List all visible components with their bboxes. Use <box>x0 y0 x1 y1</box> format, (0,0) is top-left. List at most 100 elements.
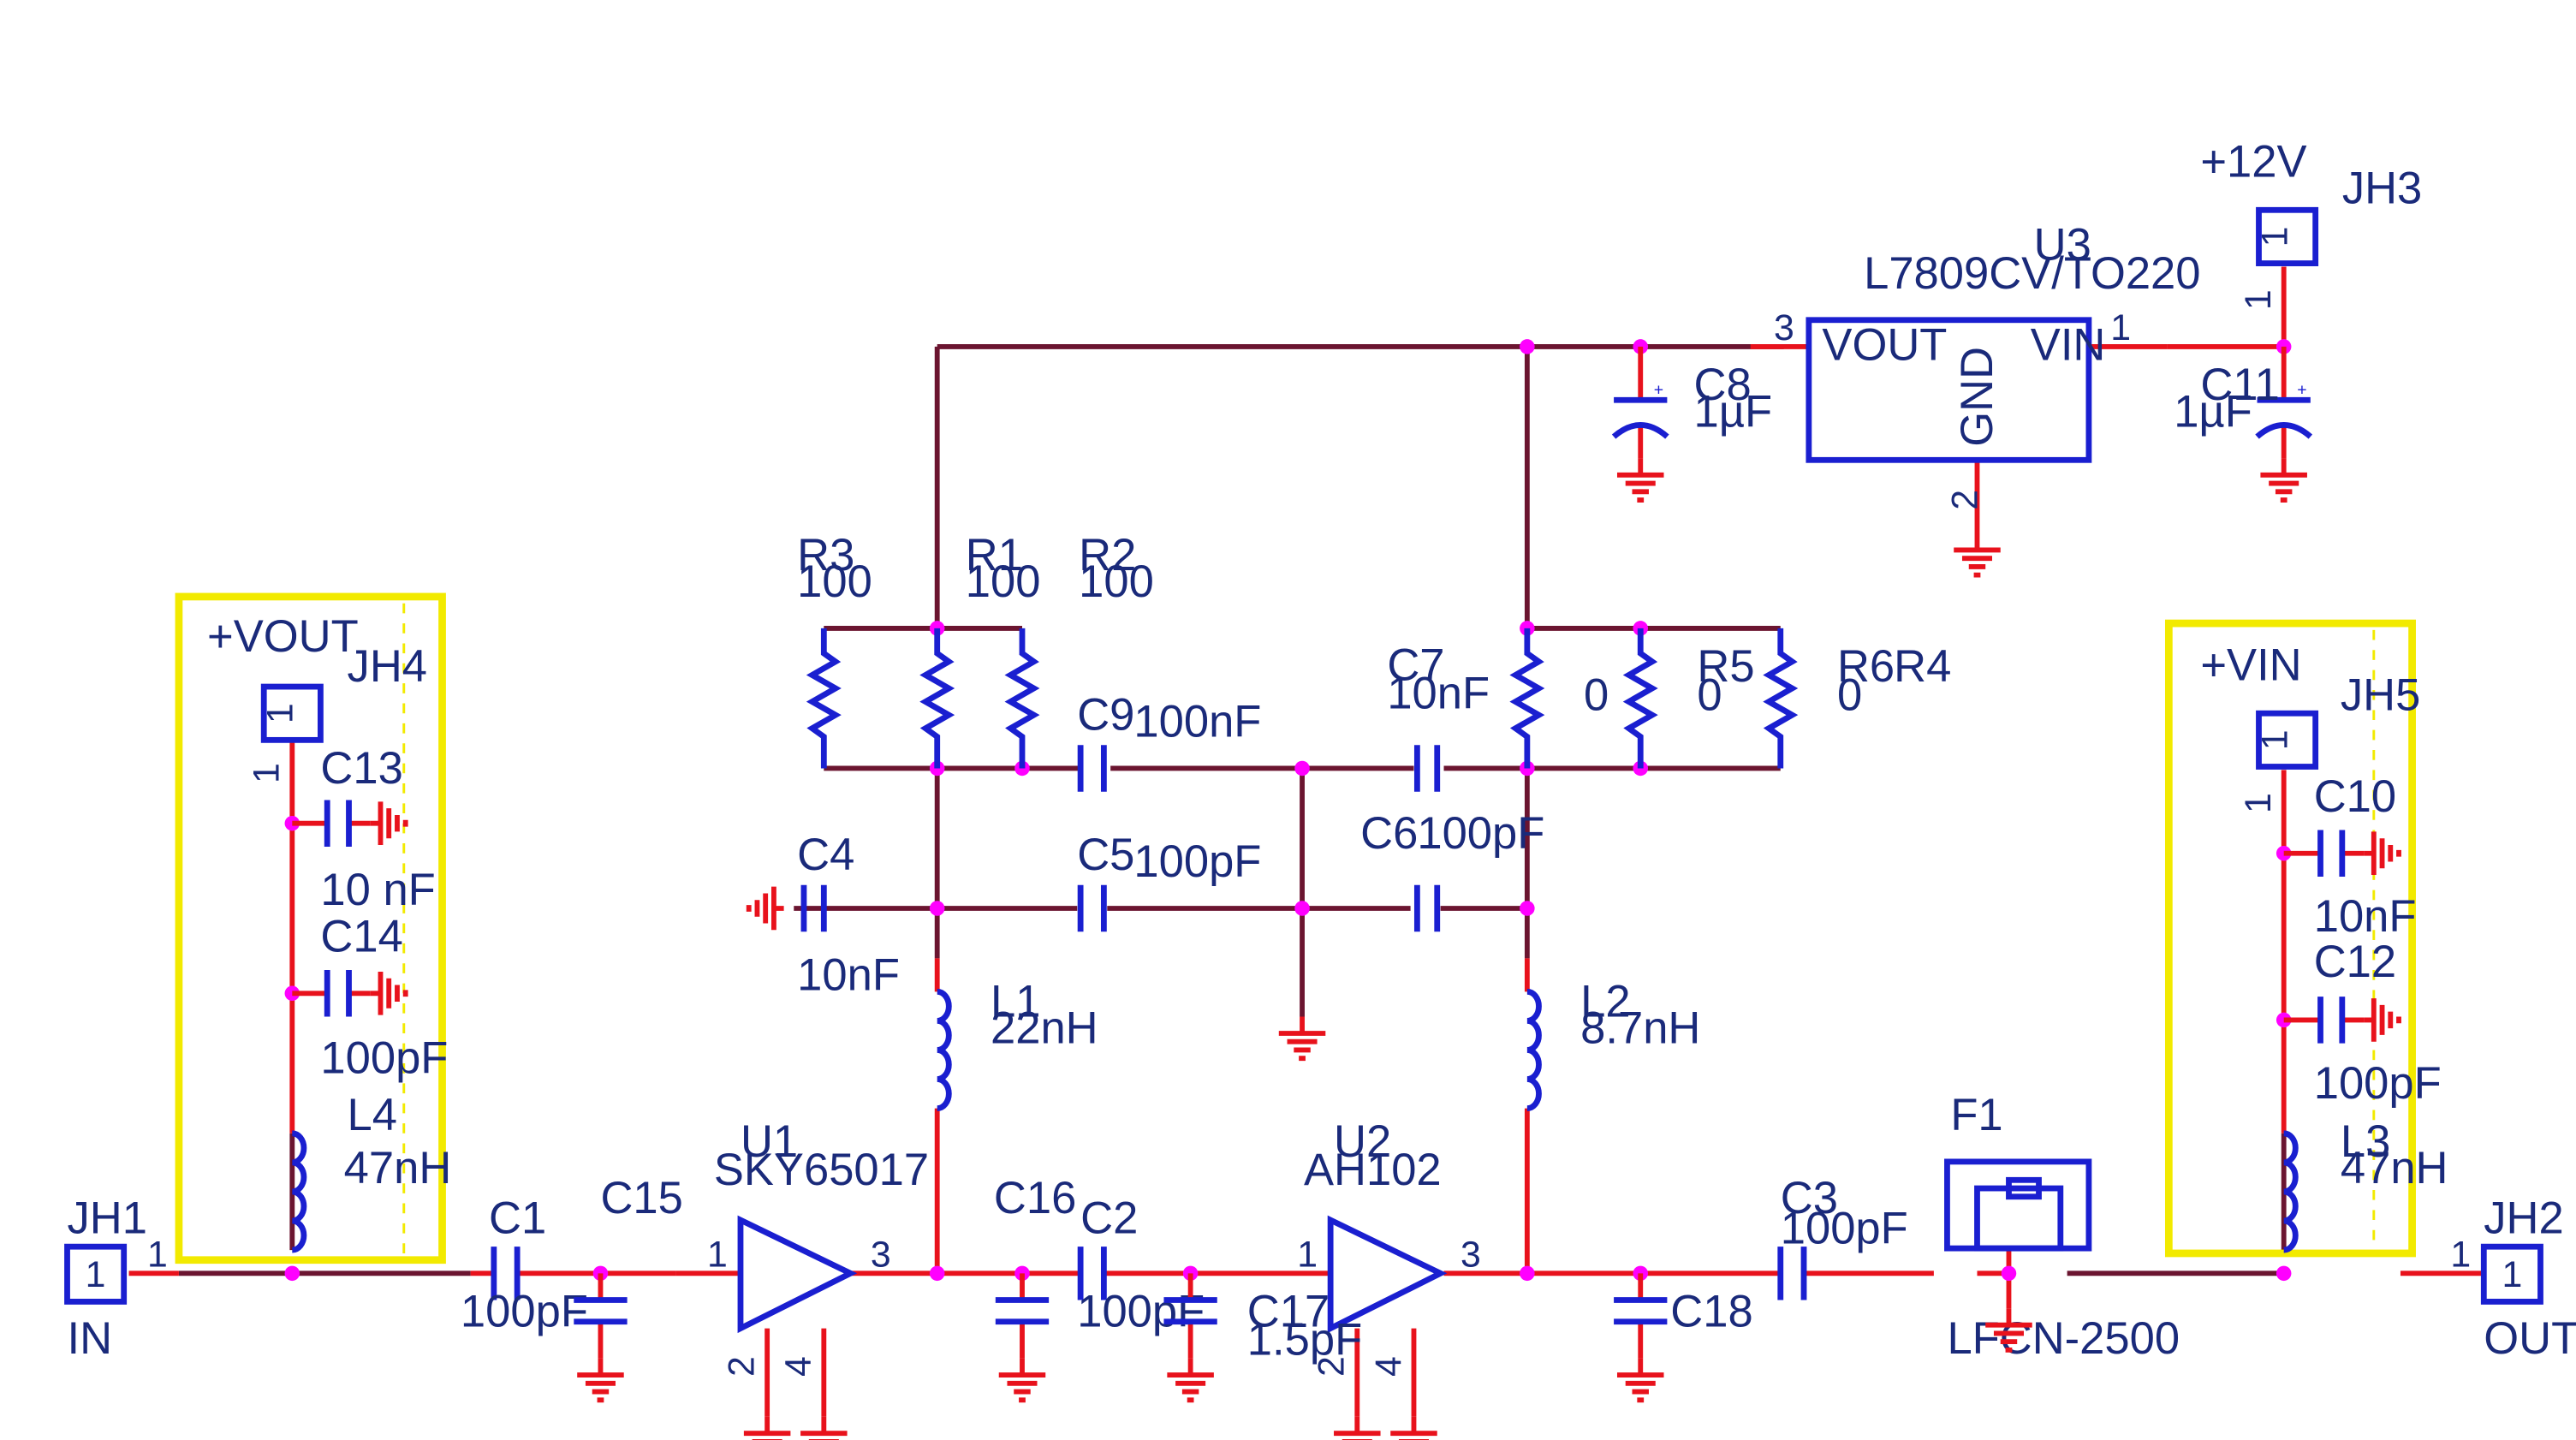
part-ref: C1 <box>489 1193 546 1244</box>
svg-text:+: + <box>1654 380 1663 399</box>
connector-label: OUT <box>2484 1313 2576 1364</box>
capacitor-c18[interactable]: C18 <box>1614 1273 1753 1400</box>
resistor-r1[interactable]: R1 100 <box>919 530 1040 769</box>
pin-number: 4 <box>778 1356 819 1377</box>
connector-pin: 1 <box>259 703 300 723</box>
part-value: LFCN-2500 <box>1947 1313 2180 1364</box>
connector-ref: JH3 <box>2342 164 2422 214</box>
part-ref: C9 <box>1077 690 1134 741</box>
part-ref: R6 <box>1837 641 1895 692</box>
part-ref: C15 <box>600 1173 682 1223</box>
part-ref: L3 <box>2341 1116 2390 1167</box>
capacitor-c10[interactable]: C10 10nF <box>2283 771 2417 942</box>
capacitor-c11[interactable]: + C11 1µF <box>2174 346 2313 500</box>
part-ref: F1 <box>1950 1090 2002 1140</box>
part-ref: U1 <box>741 1116 798 1167</box>
connector-jh2[interactable]: 1 1 JH2 OUT <box>2450 1193 2576 1364</box>
capacitor-c6[interactable]: C6 100pF <box>1360 808 1544 932</box>
connector-jh1[interactable]: 1 1 JH1 IN <box>64 1193 168 1364</box>
pin-number: 3 <box>871 1235 891 1276</box>
connector-jh4[interactable]: 1 1 JH4 +VOUT <box>207 611 427 783</box>
part-value: 0 <box>1584 669 1609 720</box>
resistor-r4[interactable]: R4 0 <box>1509 628 1951 769</box>
part-value: 10 nF <box>320 865 435 915</box>
part-ref: C11 <box>2200 360 2280 410</box>
part-ref: C8 <box>1694 360 1752 410</box>
part-value: 10nF <box>2314 891 2417 942</box>
capacitor-c17[interactable]: C17 1.5pF <box>1163 1273 1362 1400</box>
part-ref: L4 <box>348 1090 397 1140</box>
pin-number: 3 <box>1774 307 1794 348</box>
part-ref: C2 <box>1080 1193 1138 1244</box>
resistor-r5[interactable]: R5 0 <box>1622 628 1755 769</box>
part-ref: C10 <box>2314 771 2396 822</box>
capacitor-c14[interactable]: C14 100pF <box>292 912 448 1084</box>
pin-number: 1 <box>1297 1235 1318 1276</box>
connector-pin-number: 1 <box>247 763 288 783</box>
connector-ref: JH2 <box>2484 1193 2563 1244</box>
resistor-r3[interactable]: R3 100 <box>797 530 872 769</box>
pin-number: 2 <box>1944 490 1985 510</box>
part-ref: C16 <box>994 1173 1076 1223</box>
capacitor-c8[interactable]: + C8 1µF <box>1611 346 1772 500</box>
regulator-u3[interactable]: U3 L7809CV/TO220 VOUT VIN GND 3 1 2 <box>1774 220 2201 575</box>
part-ref: C14 <box>320 912 402 962</box>
inductor-l1[interactable]: L1 22nH <box>937 977 1098 1112</box>
resistor-r2[interactable]: R2 100 <box>1004 530 1154 769</box>
connector-ref: JH1 <box>67 1193 146 1244</box>
amplifier-u2[interactable]: U2 AH102 1 3 2 4 <box>1297 1116 1481 1440</box>
capacitor-c3[interactable]: C3 100pF <box>1777 1173 1908 1300</box>
connector-pin: 1 <box>2255 729 2296 750</box>
connector-jh3[interactable]: 1 1 JH3 +12V <box>2200 136 2422 310</box>
part-ref: C13 <box>320 743 402 794</box>
part-value: 10nF <box>1387 668 1490 718</box>
inductor-l3[interactable]: L3 47nH <box>2283 1116 2448 1253</box>
capacitor-c4[interactable]: C4 10nF <box>749 830 900 1000</box>
pin-number: 4 <box>1368 1356 1409 1377</box>
part-value: 100pF <box>1417 808 1544 859</box>
resistor-r6[interactable]: R6 0 <box>1763 628 1895 769</box>
pin-number: 1 <box>2110 307 2131 348</box>
part-ref: C4 <box>797 830 854 880</box>
pin-name-vout: VOUT <box>1822 320 1947 371</box>
capacitor-c15[interactable]: C15 <box>574 1173 683 1400</box>
part-ref: L2 <box>1580 977 1630 1027</box>
part-value: 100pF <box>1077 1287 1205 1337</box>
highlight-box-right <box>2164 619 2416 1258</box>
filter-f1[interactable]: F1 LFCN-2500 <box>1944 1090 2180 1364</box>
capacitor-c13[interactable]: C13 10 nF <box>292 743 436 915</box>
part-ref: R3 <box>797 530 854 580</box>
connector-label: +VIN <box>2200 640 2301 690</box>
part-value: 100pF <box>1133 836 1261 887</box>
part-ref: C5 <box>1077 830 1134 880</box>
capacitor-c9[interactable]: C9 100nF <box>1077 690 1261 792</box>
connector-label: +12V <box>2200 136 2306 187</box>
capacitor-c1[interactable]: C1 100pF <box>461 1193 588 1337</box>
pin-name-vin: VIN <box>2031 320 2106 371</box>
connector-pin-number: 1 <box>2450 1235 2471 1276</box>
connector-pin: 1 <box>2502 1254 2522 1295</box>
part-value: 100 <box>797 556 872 607</box>
capacitor-c16[interactable]: C16 <box>994 1173 1076 1400</box>
part-ref: C17 <box>1247 1287 1330 1337</box>
pin-number: 2 <box>1312 1356 1353 1377</box>
ground-symbol <box>1279 1017 1326 1059</box>
part-value: 47nH <box>2341 1143 2448 1193</box>
inductor-l2[interactable]: L2 8.7nH <box>1526 977 1701 1112</box>
highlight-box-left <box>175 592 446 1264</box>
inductor-l4[interactable]: L4 47nH <box>291 1090 451 1253</box>
amplifier-u1[interactable]: U1 SKY65017 1 3 2 4 <box>707 1116 929 1440</box>
pin-number: 3 <box>1461 1235 1481 1276</box>
connector-jh5[interactable]: 1 1 JH5 +VIN <box>2200 640 2420 813</box>
connector-ref: JH5 <box>2341 669 2420 720</box>
part-value: 10nF <box>797 949 900 1000</box>
part-ref: C6 <box>1360 808 1418 859</box>
connector-pin: 1 <box>2255 227 2296 247</box>
capacitor-c5[interactable]: C5 100pF <box>1077 830 1261 932</box>
capacitor-c2[interactable]: C2 100pF <box>1077 1193 1205 1337</box>
part-value: 1µF <box>2174 386 2252 437</box>
capacitor-c12[interactable]: C12 100pF <box>2283 937 2442 1109</box>
part-value: 100pF <box>2314 1058 2442 1109</box>
capacitor-c7[interactable]: C7 10nF <box>1387 640 1490 792</box>
